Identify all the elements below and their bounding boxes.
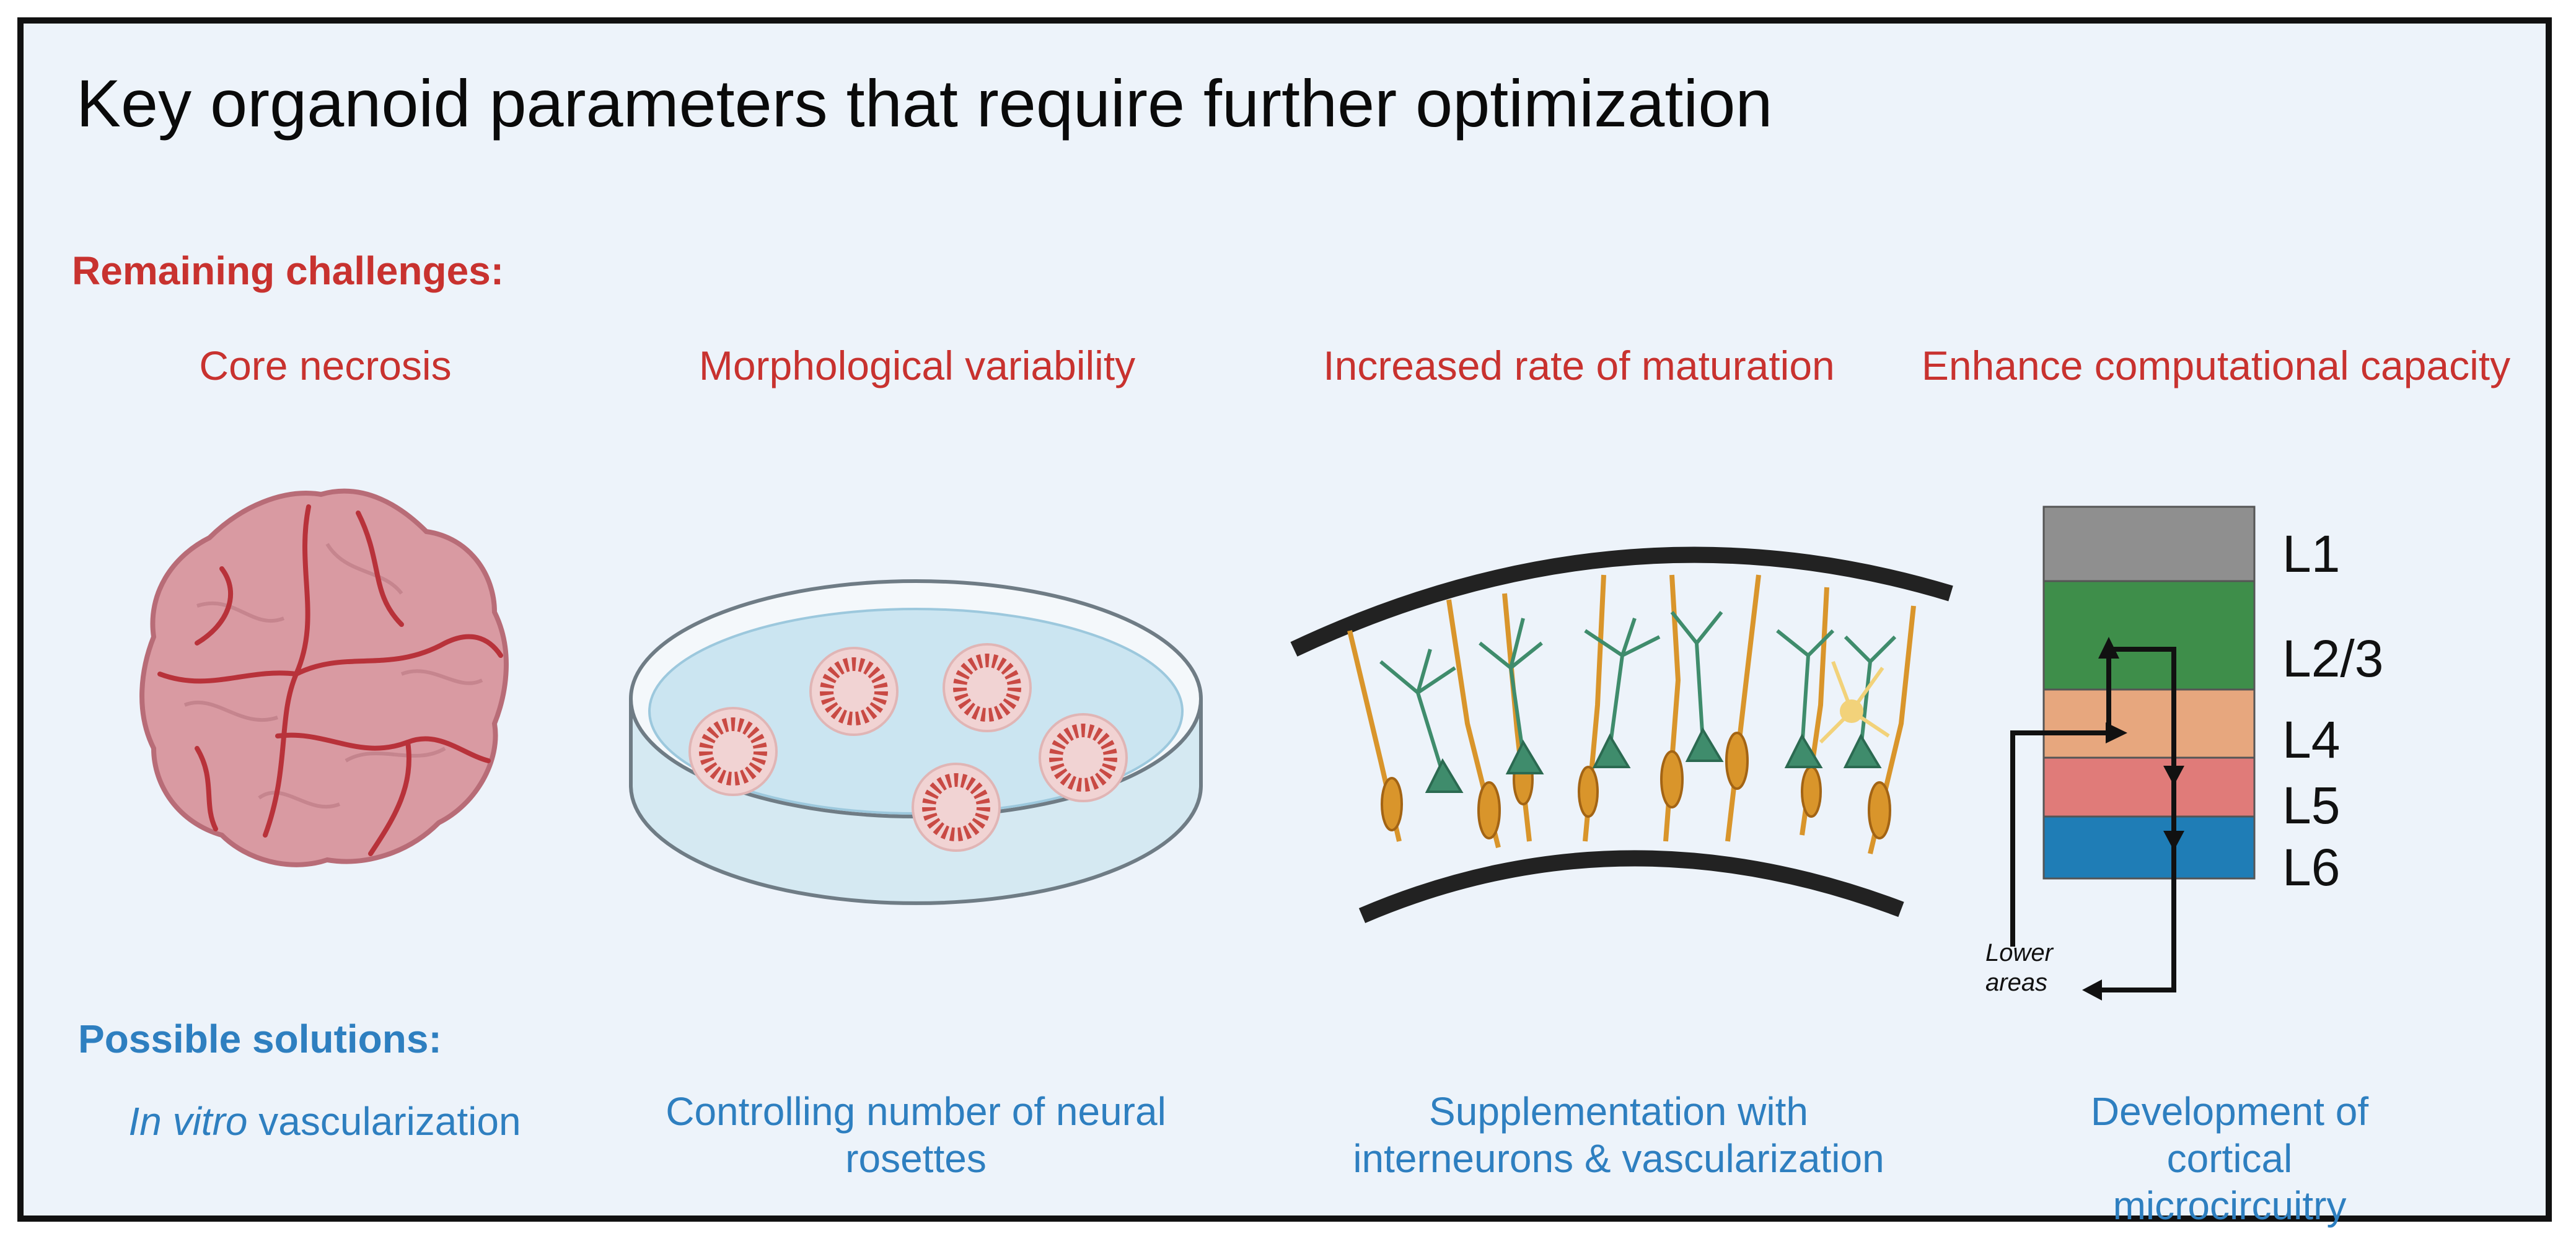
layer-label-l4: L4 [2282,711,2341,769]
solution-in-vitro-vascularization: In vitro vascularization [128,1098,521,1145]
astrocyte-highlight [1819,660,1890,744]
challenges-heading: Remaining challenges: [72,248,504,293]
challenge-computational-capacity: Enhance computational capacity [1921,343,2511,388]
cortical-layers-illustration [2010,506,2256,1001]
lower-areas-label: Lower areas [1985,938,2053,997]
interneuron-somata [1425,727,1882,793]
solution-4-line2: microcircuitry [2112,1183,2347,1228]
challenge-core-necrosis: Core necrosis [199,343,452,388]
layer-stack [2042,506,2256,880]
challenge-maturation-rate: Increased rate of maturation [1323,343,1835,388]
layer-label-l6: L6 [2282,838,2341,896]
layer-l5 [2042,756,2256,818]
neurons-illustration [1290,546,1953,923]
interneurons [1379,611,1897,774]
solution-3-line2: interneurons & vascularization [1353,1136,1884,1181]
neural-rosettes [688,643,1128,852]
challenge-morphological-variability: Morphological variability [698,343,1136,388]
solutions-heading: Possible solutions: [78,1017,442,1061]
layer-l6 [2042,815,2256,880]
organoid-illustration [139,488,509,867]
figure-title: Key organoid parameters that require fur… [76,66,1773,141]
figure-frame: Key organoid parameters that require fur… [17,17,2552,1228]
layer-label-l1: L1 [2282,525,2341,583]
solution-2-line1: Controlling number of neural [666,1089,1166,1134]
arrow-heads [2082,637,2184,1001]
organoid-gyri [183,543,483,809]
solution-4-line1: Development of cortical [2090,1089,2369,1181]
layer-l4 [2042,688,2256,759]
solution-3-line1: Supplementation with [1429,1089,1808,1134]
organoid-vessels [157,504,503,856]
petri-dish-illustration [629,579,1203,905]
layer-l1 [2042,506,2256,582]
organoid-body [139,488,509,867]
solution-1-rest: vascularization [247,1099,521,1144]
pial-surface [1290,546,1953,657]
lower-areas-line1: Lower [1985,939,2053,966]
solution-2-line2: rosettes [845,1136,987,1181]
pyramidal-neurons [1347,574,1916,854]
layer-l23 [2042,580,2256,691]
layer-label-l23: L2/3 [2282,629,2384,688]
ventricular-surface [1358,850,1904,923]
layer-label-l5: L5 [2282,776,2341,834]
lower-areas-line2: areas [1985,969,2048,996]
solution-1-italic: In vitro [128,1099,248,1144]
